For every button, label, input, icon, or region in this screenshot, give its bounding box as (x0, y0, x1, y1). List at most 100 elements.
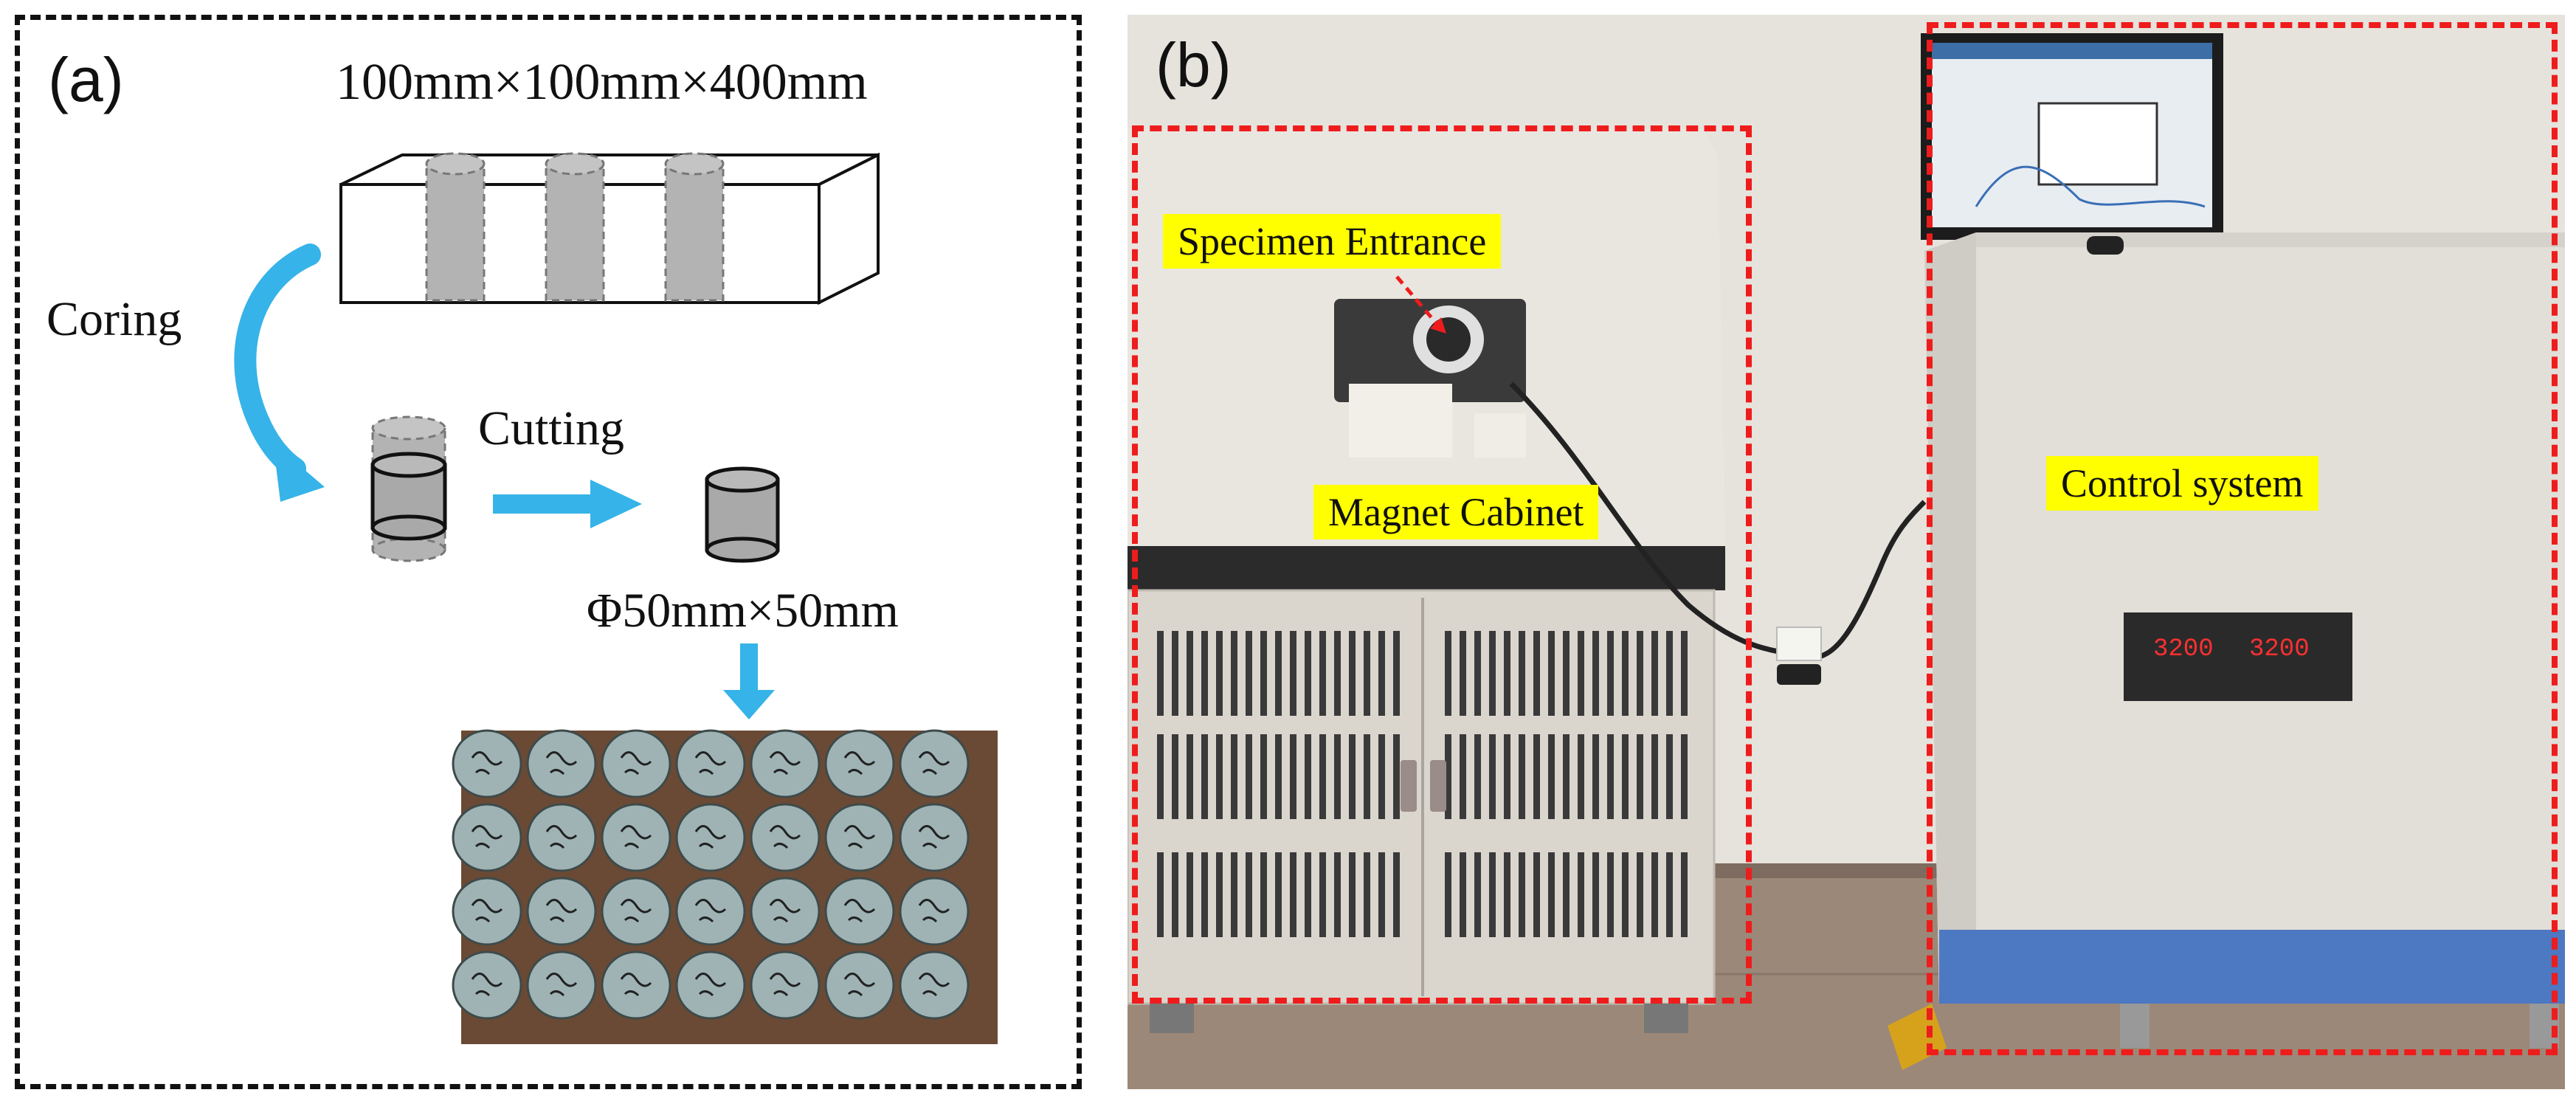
specimen-marking (545, 751, 578, 776)
display-left-readout: 3200 (2153, 635, 2214, 663)
magnet-cabinet-label: Magnet Cabinet (1313, 485, 1599, 539)
vent-slat (1290, 734, 1296, 819)
entrance-arrow (1395, 275, 1446, 334)
vent-slat (1504, 734, 1510, 819)
vent-slat (1681, 734, 1688, 819)
vent-slat (1578, 852, 1584, 937)
specimen-core (899, 729, 970, 798)
vent-slat (1548, 631, 1555, 716)
vent-slat (1666, 734, 1673, 819)
specimen-marking (769, 973, 801, 997)
vent-slat (1275, 734, 1282, 819)
specimen-core (601, 877, 671, 946)
concrete-block (339, 152, 880, 305)
specimen-marking (471, 899, 503, 923)
vent-slat (1622, 852, 1629, 937)
vent-slat (1519, 734, 1525, 819)
specimen-marking (694, 973, 727, 997)
specimen-marking (843, 899, 876, 923)
specimen-marking (620, 973, 652, 997)
specimen-core (601, 950, 671, 1020)
vent-slat (1474, 734, 1481, 819)
specimen-core (452, 877, 522, 946)
vent-slat (1157, 734, 1164, 819)
specimen-marking (769, 751, 801, 776)
vent-slat (1533, 631, 1540, 716)
magnet-cabinet (1128, 129, 1807, 1033)
vent-slat (1364, 631, 1370, 716)
core-cylinder (664, 152, 725, 302)
specimen-marking (918, 825, 950, 849)
vent-slat (1504, 852, 1510, 937)
vent-slat (1474, 852, 1481, 937)
vent-slat (1216, 852, 1223, 937)
vent-slat (1533, 734, 1540, 819)
specimen-marking (694, 825, 727, 849)
vent-slat (1334, 631, 1341, 716)
vent-slat (1637, 734, 1643, 819)
vent-slat (1489, 852, 1496, 937)
specimen-core (899, 803, 970, 872)
vent-slat (1260, 734, 1267, 819)
vent-slat (1460, 631, 1466, 716)
vent-slat (1260, 852, 1267, 937)
vent-slat (1548, 734, 1555, 819)
specimen-marking (545, 899, 578, 923)
vent-slat (1319, 631, 1326, 716)
specimen-core (675, 729, 746, 798)
specimen-core (899, 877, 970, 946)
vent-slat (1592, 852, 1599, 937)
vent-slat (1519, 852, 1525, 937)
vent-slat (1378, 734, 1385, 819)
vent-slat (1666, 631, 1673, 716)
vent-slat (1651, 852, 1658, 937)
specimen-core (675, 803, 746, 872)
vent-slat (1172, 631, 1178, 716)
specimen-core (824, 950, 895, 1020)
vent-slat (1290, 631, 1296, 716)
vent-slat (1201, 852, 1208, 937)
vent-slat (1592, 631, 1599, 716)
nmr-equipment-photo: 3200 3200 (b) Specimen Entrance Magnet C… (1128, 15, 2565, 1089)
magnet-cabinet-highlight (1132, 125, 1752, 1004)
specimen-core (750, 729, 821, 798)
control-system-highlight (1927, 22, 2558, 1055)
specimen-marking (471, 825, 503, 849)
vent-slat (1460, 734, 1466, 819)
specimen-marking (843, 751, 876, 776)
specimen-core (601, 729, 671, 798)
vent-slat (1681, 631, 1688, 716)
panel-a-diagram (234, 152, 998, 1044)
vent-slat (1319, 852, 1326, 937)
specimen-core (675, 877, 746, 946)
vent-slat (1172, 852, 1178, 937)
vent-slat (1305, 631, 1311, 716)
vent-slat (1231, 734, 1237, 819)
specimen-core (601, 803, 671, 872)
vent-slat (1533, 852, 1540, 937)
vent-slat (1504, 631, 1510, 716)
vent-slat (1578, 734, 1584, 819)
specimen-core (750, 950, 821, 1020)
specimen-marking (769, 899, 801, 923)
vent-slat (1489, 631, 1496, 716)
panel-a-label: (a) (48, 45, 124, 114)
vent-slat (1364, 734, 1370, 819)
vent-slat (1666, 852, 1673, 937)
specimen-marking (620, 751, 652, 776)
vent-slat (1378, 631, 1385, 716)
specimen-marking (843, 973, 876, 997)
specimen-core (750, 877, 821, 946)
vent-slat (1231, 852, 1237, 937)
vent-slat (1460, 852, 1466, 937)
vent-slat (1305, 852, 1311, 937)
control-system-cabinet: 3200 3200 (1924, 232, 2565, 1048)
specimen-core (899, 950, 970, 1020)
specimen-core (824, 877, 895, 946)
vent-slat (1246, 631, 1252, 716)
vent-slat (1201, 631, 1208, 716)
specimen-core (452, 950, 522, 1020)
panel-b-label: (b) (1156, 30, 1232, 100)
vent-slat (1548, 852, 1555, 937)
specimen-marking (694, 751, 727, 776)
